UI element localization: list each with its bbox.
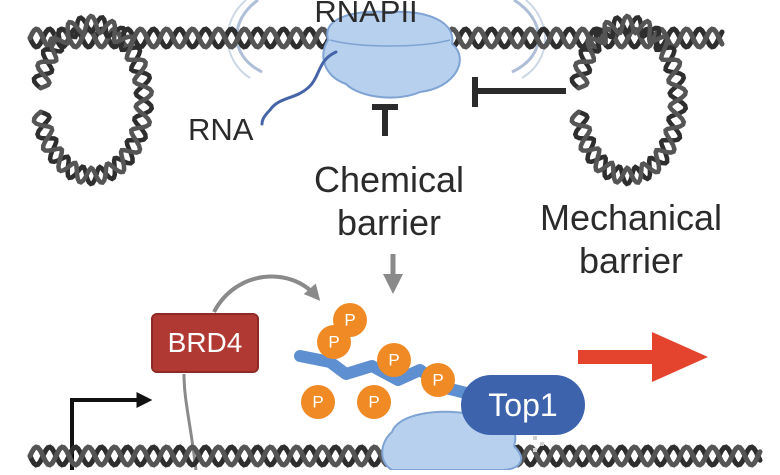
phospho-label: P (328, 333, 339, 352)
gray-curved-arrow (212, 274, 321, 313)
dna-strand (569, 13, 689, 186)
progress-arrow (578, 332, 708, 382)
brd4-tether (182, 373, 198, 471)
phospho-circle: P (301, 385, 335, 419)
top1-label: Top1 (488, 386, 558, 423)
phospho-disc (301, 385, 335, 419)
rnapii-top (322, 10, 461, 99)
phospho-circle: P (421, 363, 455, 397)
phospho-label: P (312, 393, 323, 412)
brd4-box: BRD4 (151, 313, 259, 373)
chemical-barrier-label: Chemical barrier (296, 158, 482, 244)
mechanical-barrier-text: Mechanical barrier (539, 197, 723, 282)
phospho-circle: P (357, 385, 391, 419)
brd4-label: BRD4 (167, 327, 243, 358)
phospho-disc (377, 343, 411, 377)
phospho-label: P (368, 393, 379, 412)
chemical-barrier-text: Chemical barrier (313, 159, 465, 244)
chromatin-loop-icon (569, 13, 689, 187)
phospho-disc (333, 303, 367, 337)
phospho-circle: P (333, 303, 367, 337)
top1-ellipse: Top1 (461, 375, 585, 435)
phospho-disc (357, 385, 391, 419)
mechanical-barrier-label: Mechanical barrier (520, 196, 742, 282)
inhibition-bar-icon (372, 104, 398, 136)
phospho-label: P (388, 351, 399, 370)
phospho-label: P (344, 311, 355, 330)
inhibition-bar-icon (472, 77, 566, 107)
rna-label: RNA (188, 112, 254, 147)
phospho-disc (421, 363, 455, 397)
chromatin-loop-icon (31, 13, 155, 187)
phospho-label: P (432, 371, 443, 390)
phospho-circle: P (377, 343, 411, 377)
rnapii-label: RNAPII (314, 0, 418, 29)
dna-nick-mark (533, 436, 544, 452)
dna-strand (31, 13, 155, 186)
rna-strand (260, 50, 338, 126)
